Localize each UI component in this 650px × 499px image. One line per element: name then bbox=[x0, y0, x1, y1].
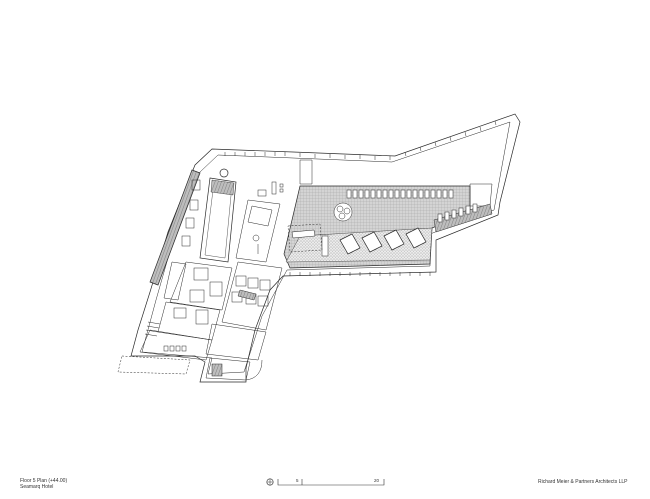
project-name: Seamarq Hotel bbox=[20, 484, 54, 490]
facade-mullions bbox=[224, 120, 497, 276]
building-outline bbox=[130, 113, 521, 383]
pool bbox=[199, 168, 237, 263]
scale-tick-20: 20 bbox=[374, 478, 380, 483]
core-lifts-stairs bbox=[205, 261, 283, 381]
lounge-chairs bbox=[346, 189, 454, 199]
north-arrow-icon bbox=[266, 478, 385, 486]
bar-counter bbox=[287, 223, 323, 253]
title-block-left: Floor 5 Plan (+44.00) Seamarq Hotel bbox=[20, 478, 67, 490]
east-chairs bbox=[433, 203, 493, 233]
spa-rooms bbox=[139, 179, 233, 361]
firm-name: Richard Meier & Partners Architects LLP bbox=[538, 479, 628, 485]
west-hatched-wall bbox=[149, 169, 201, 286]
canopy-outline bbox=[117, 355, 191, 375]
scale-tick-5: 5 bbox=[296, 478, 299, 483]
tree-planter bbox=[333, 202, 353, 222]
cabanas bbox=[321, 227, 427, 257]
reception-block bbox=[235, 181, 284, 263]
scale-bar: 5 20 bbox=[266, 477, 386, 489]
drawing-title: Floor 5 Plan (+44.00) bbox=[20, 478, 68, 484]
